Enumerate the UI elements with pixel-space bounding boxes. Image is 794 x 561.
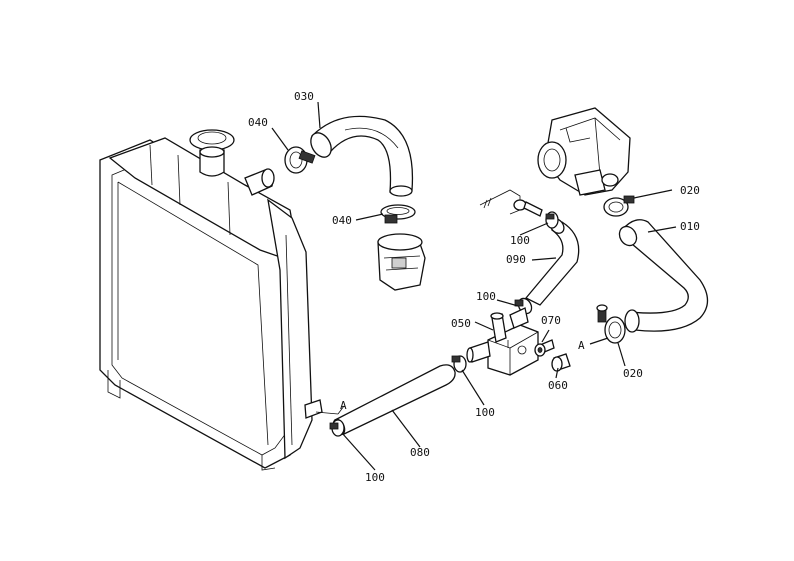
label-090: 090 <box>506 253 526 266</box>
drain-valve-body-050 <box>466 307 539 376</box>
hose-clamp-040-lower <box>380 204 416 224</box>
hose-clamp-100-right <box>451 355 467 373</box>
label-070: 070 <box>541 314 561 327</box>
label-100-upper: 100 <box>510 234 530 247</box>
label-100-middle: 100 <box>476 290 496 303</box>
hose-clamp-040-upper <box>284 146 316 174</box>
bracket-fitting <box>479 189 543 217</box>
hose-clamp-020-upper <box>603 195 635 217</box>
water-pump-assembly <box>537 107 631 196</box>
upper-hose-030 <box>310 115 414 197</box>
label-030: 030 <box>294 90 314 103</box>
thermostat-housing <box>377 233 426 291</box>
leader-lines <box>271 101 677 471</box>
label-100-right: 100 <box>475 406 495 419</box>
radiator-filler-cap <box>189 129 235 177</box>
label-040-upper: 040 <box>248 116 268 129</box>
label-020-upper: 020 <box>680 184 700 197</box>
hose-clamp-020-lower <box>596 304 626 344</box>
reference-a-left: A <box>340 399 347 412</box>
label-060: 060 <box>548 379 568 392</box>
label-010: 010 <box>680 220 700 233</box>
label-080: 080 <box>410 446 430 459</box>
label-040-lower: 040 <box>332 214 352 227</box>
hose-clamp-100-left <box>329 419 345 437</box>
washer-070 <box>534 343 546 357</box>
hose-clamp-100-upper <box>545 211 559 229</box>
reference-a-right: A <box>578 339 585 352</box>
lower-hose-080 <box>332 364 456 436</box>
part-labels: 030 040 040 020 010 100 090 100 050 070 … <box>248 90 700 484</box>
drain-plug-060 <box>551 353 571 372</box>
label-100-left: 100 <box>365 471 385 484</box>
label-050: 050 <box>451 317 471 330</box>
radiator <box>99 129 323 471</box>
pump-hose-010 <box>618 219 709 333</box>
label-020-lower: 020 <box>623 367 643 380</box>
